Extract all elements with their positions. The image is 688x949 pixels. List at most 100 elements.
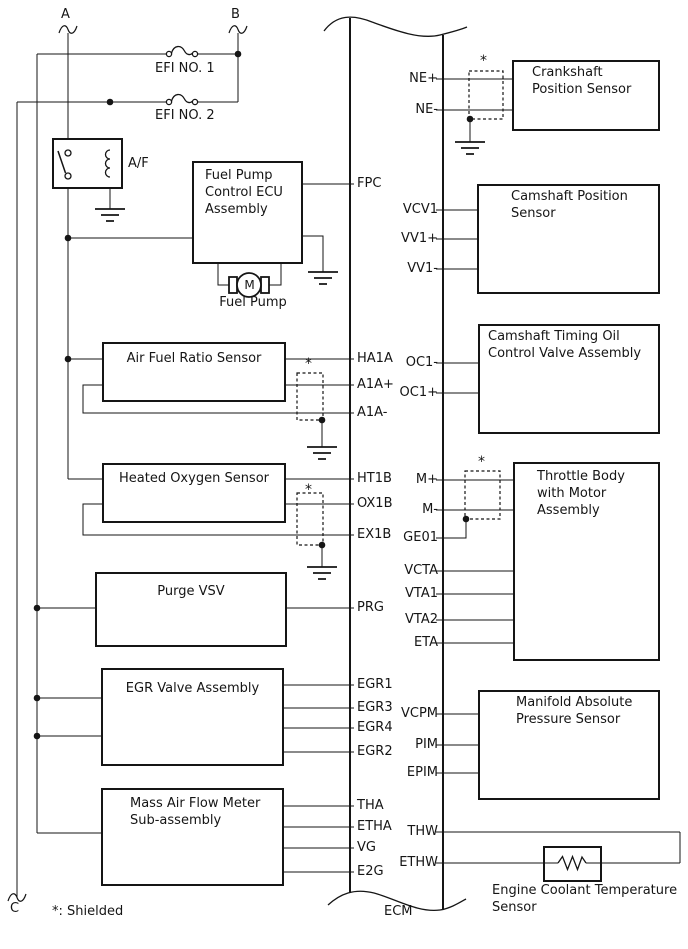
ground-symbols <box>95 141 485 580</box>
fuse-efi1-element <box>170 45 194 56</box>
throttle-body-box <box>513 462 660 661</box>
connector-c-label: C <box>10 901 20 916</box>
shield-star-a1a: * <box>305 356 312 372</box>
maf-meter-title: Mass Air Flow Meter Sub-assembly <box>130 796 261 828</box>
ecm-outline <box>323 16 468 912</box>
air-fuel-ratio-sensor-box <box>102 342 286 402</box>
egr-valve-box <box>101 668 284 766</box>
ecm-pin-a1a-minus: A1A- <box>357 405 388 420</box>
ecm-pin-vta2: VTA2 <box>405 612 438 627</box>
ecm-pin-tha: THA <box>357 798 384 813</box>
crankshaft-sensor-title: Crankshaft Position Sensor <box>532 65 632 97</box>
crankshaft-sensor-box <box>512 60 660 131</box>
ecm-pin-ne-minus: NE- <box>415 102 438 117</box>
ecm-pin-pim: PIM <box>415 737 438 752</box>
ecm-label: ECM <box>384 904 413 919</box>
shield-ne <box>468 70 504 120</box>
shield-star-ox1b: * <box>305 482 312 498</box>
ground-a1a-shield <box>307 446 337 460</box>
connector-a-label: A <box>61 7 70 22</box>
camshaft-sensor-title: Camshaft Position Sensor <box>511 189 628 221</box>
fuel-pump-ecu-title: Fuel Pump Control ECU Assembly <box>205 168 283 217</box>
ecm-pin-prg: PRG <box>357 600 384 615</box>
ecm-pin-egr3: EGR3 <box>357 700 393 715</box>
ecm-pin-etha: ETHA <box>357 819 392 834</box>
heated-oxygen-sensor-box <box>102 463 286 523</box>
camshaft-ocv-title: Camshaft Timing Oil Control Valve Assemb… <box>488 329 642 361</box>
purge-vsv-title: Purge VSV <box>157 584 225 599</box>
ect-sensor-title: Engine Coolant Temperature Sensor <box>492 883 678 915</box>
break-b <box>228 25 248 34</box>
shield-ox1b <box>296 492 324 546</box>
ecm-pin-ge01: GE01 <box>403 530 438 545</box>
ground-ox1b-shield <box>307 566 337 580</box>
ecm-pin-egr4: EGR4 <box>357 720 393 735</box>
ecm-pin-oc1-plus: OC1+ <box>399 385 438 400</box>
fuse-efi1-label: EFI NO. 1 <box>155 61 215 76</box>
ecm-pin-a1a-plus: A1A+ <box>357 377 394 392</box>
break-symbols <box>7 25 248 902</box>
ecm-pin-vta1: VTA1 <box>405 586 438 601</box>
af-relay-label: A/F <box>128 156 149 171</box>
junction-dots <box>33 50 474 740</box>
shield-a1a <box>296 372 324 421</box>
wires <box>16 33 681 897</box>
ecm-pin-m-plus: M+ <box>415 472 438 487</box>
motor-symbol <box>228 272 270 298</box>
ground-relay <box>95 208 125 222</box>
fuel-pump-caption: Fuel Pump <box>219 295 287 310</box>
ground-ne-shield <box>455 141 485 155</box>
ecm-pin-vv1-plus: VV1+ <box>401 231 438 246</box>
shielded-note: *: Shielded <box>52 904 124 919</box>
maf-meter-box <box>101 788 284 886</box>
relay-symbol <box>57 149 111 180</box>
ecm-pin-vcv1: VCV1 <box>402 202 438 217</box>
egr-valve-title: EGR Valve Assembly <box>125 681 260 696</box>
ecm-pin-e2g: E2G <box>357 864 384 879</box>
shield-star-ne: * <box>480 53 487 69</box>
map-sensor-title: Manifold Absolute Pressure Sensor <box>516 695 633 727</box>
relay-coil <box>104 149 111 178</box>
ecm-pin-ha1a: HA1A <box>357 351 393 366</box>
ecm-pin-ne-plus: NE+ <box>409 71 438 86</box>
air-fuel-ratio-sensor-title: Air Fuel Ratio Sensor <box>126 351 262 366</box>
connector-b-label: B <box>231 7 240 22</box>
purge-vsv-box <box>95 572 287 647</box>
fuse-efi2-element <box>170 93 194 104</box>
ecm-pin-ethw: ETHW <box>399 855 438 870</box>
ecm-pin-epim: EPIM <box>406 765 438 780</box>
map-sensor-box <box>478 690 660 800</box>
ecm-torn-edge-top <box>323 16 468 37</box>
ecm-pin-fpc: FPC <box>357 176 382 191</box>
shield-boxes <box>296 70 504 546</box>
fuse-symbols <box>165 45 199 106</box>
heated-oxygen-sensor-title: Heated Oxygen Sensor <box>118 471 270 486</box>
resistor-symbol <box>557 854 587 872</box>
fuse-efi2-label: EFI NO. 2 <box>155 108 215 123</box>
ecm-torn-edge-bottom <box>327 890 467 912</box>
component-boxes <box>52 60 660 886</box>
ecm-pin-thw: THW <box>407 824 438 839</box>
camshaft-ocv-box <box>478 324 660 434</box>
throttle-body-title: Throttle Body with Motor Assembly <box>537 469 625 518</box>
break-c <box>7 893 27 902</box>
ecm-pin-egr2: EGR2 <box>357 744 393 759</box>
ecm-pin-vg: VG <box>357 840 376 855</box>
ecm-pin-vcta: VCTA <box>404 563 438 578</box>
relay-switch-blade <box>57 150 67 174</box>
ecm-pin-ox1b: OX1B <box>357 496 393 511</box>
shield-star-motor: * <box>478 454 485 470</box>
af-relay-box <box>52 138 123 189</box>
ecm-pin-vv1-minus: VV1- <box>407 261 438 276</box>
ect-sensor-box <box>543 846 602 882</box>
ecm-pin-ht1b: HT1B <box>357 471 392 486</box>
ecm-pin-oc1-minus: OC1- <box>405 355 438 370</box>
ecm-pin-ex1b: EX1B <box>357 527 392 542</box>
camshaft-sensor-box <box>477 184 660 294</box>
fuel-pump-ecu-box <box>192 161 303 264</box>
ecm-pin-eta: ETA <box>413 635 438 650</box>
ecm-pin-vcpm: VCPM <box>400 706 438 721</box>
ecm-pin-m-minus: M- <box>422 502 438 517</box>
